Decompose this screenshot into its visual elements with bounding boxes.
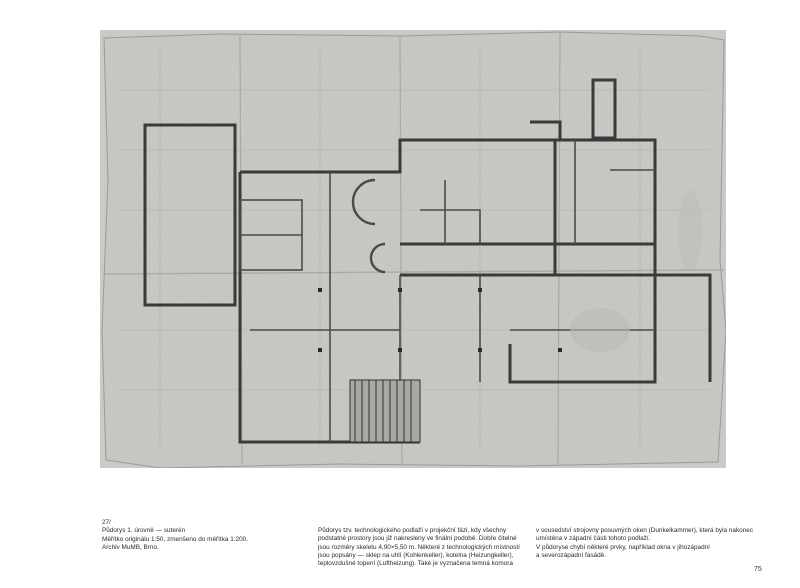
body-text-column-1: Půdorys tzv. technologického podlaží v p…: [318, 527, 520, 568]
text-line: teplovzdušné topení (Luftheizung). Také …: [318, 560, 513, 568]
page-number: 75: [754, 566, 762, 573]
text-line: Půdorys tzv. technologického podlaží v p…: [318, 527, 507, 534]
architectural-plan-image: [100, 30, 726, 468]
text-line: V půdoryse chybí některé prvky, napříkla…: [536, 543, 710, 551]
text-line: jsou popsány — sklep na uhlí (Kohlenkell…: [318, 551, 514, 559]
text-line: a severozápadní fasádě.: [536, 551, 606, 559]
body-text-column-2: v sousedství strojovny posuvných oken (D…: [536, 527, 754, 560]
caption-line: Půdorys 1. úrovně — suterén: [102, 527, 186, 535]
text-line: podstatné prostory jsou již nakresleny v…: [318, 535, 517, 543]
caption-line: Archiv MuMB, Brno.: [102, 543, 159, 551]
figure-caption: 27/ Půdorys 1. úrovně — suterén Měřítko …: [102, 519, 262, 552]
caption-line: Měřítko originálu 1:50, zmenšeno do měří…: [102, 535, 248, 543]
text-line: v sousedství strojovny posuvných oken (D…: [536, 527, 754, 534]
figure-number: 27/: [102, 519, 111, 526]
text-line: jsou rozměry skeletu 4,90×5,50 m. Někter…: [318, 543, 520, 551]
text-line: umístěna v západní části tohoto podlaží.: [536, 535, 651, 543]
